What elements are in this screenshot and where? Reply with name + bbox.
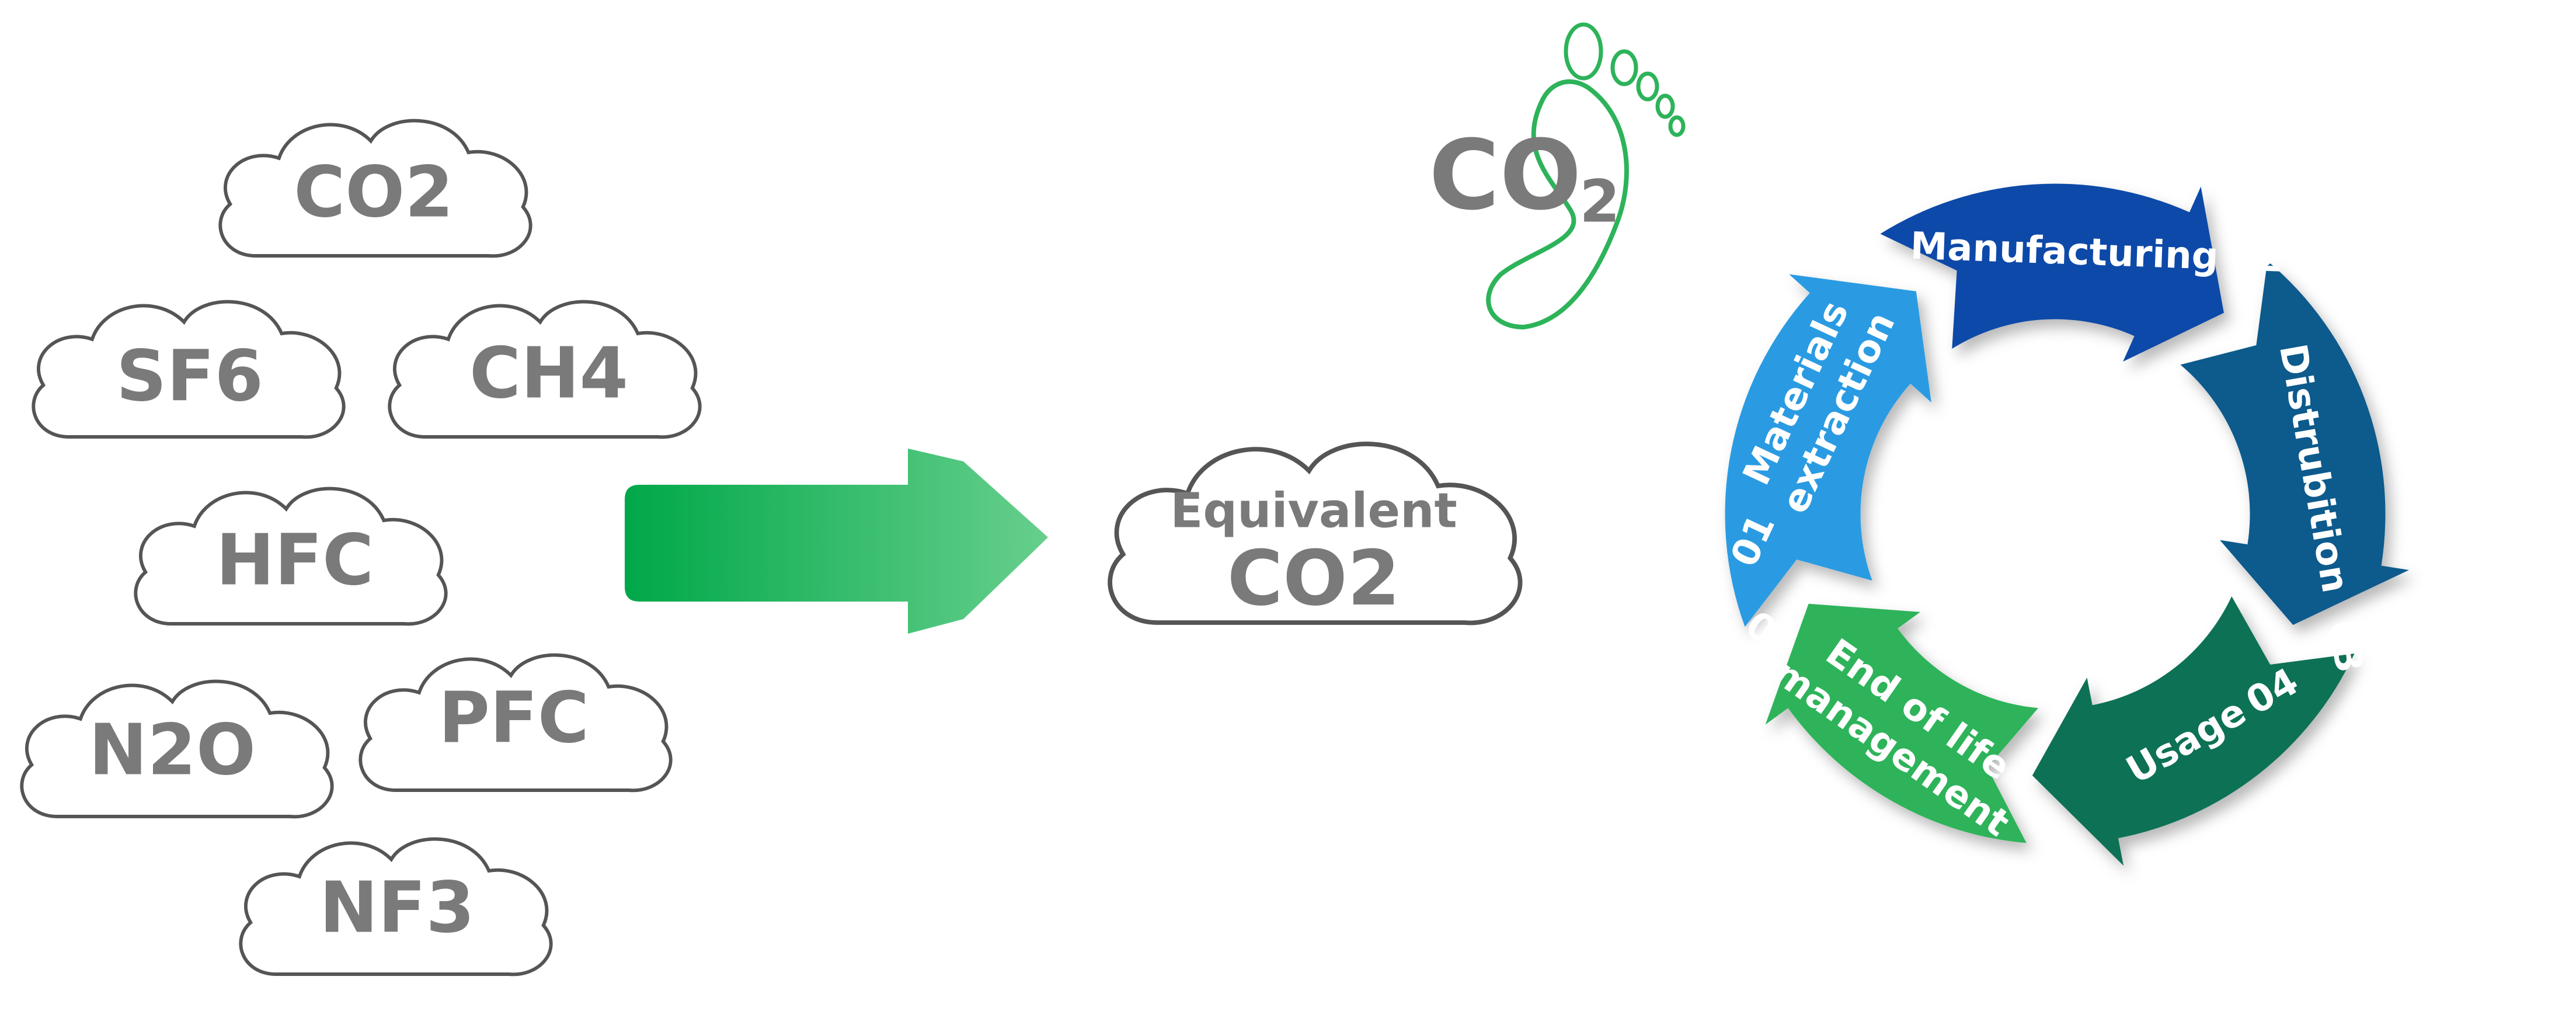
- conversion-arrow: [625, 449, 1048, 634]
- equivalent-label: Equivalent: [1170, 484, 1457, 539]
- equivalent-co2-cloud: Equivalent CO2: [1110, 444, 1520, 623]
- gas-cloud-pfc: PFC: [360, 655, 670, 791]
- equivalent-co2-label: CO2: [1227, 534, 1400, 623]
- gas-cloud-ch4: CH4: [389, 302, 699, 437]
- cycle-arrow-02: [1880, 183, 2224, 362]
- gas-label-pfc: PFC: [438, 678, 589, 759]
- cycle-step-number: 03: [2319, 617, 2370, 676]
- footprint-icon: [1486, 22, 1686, 330]
- cycle-arrow-01: [1725, 274, 1931, 627]
- gas-label-hfc: HFC: [216, 520, 374, 602]
- gas-cloud-hfc: HFC: [135, 489, 445, 624]
- gas-cloud-sf6: SF6: [33, 302, 343, 437]
- gas-cloud-nf3: NF3: [241, 839, 551, 975]
- cycle-step-label: Manufacturing: [1910, 225, 2219, 279]
- gas-label-nf3: NF3: [319, 868, 475, 949]
- footprint-subscript: 2: [1579, 168, 1620, 236]
- gas-label-ch4: CH4: [469, 333, 628, 415]
- cycle-step-number: 02: [2230, 236, 2284, 281]
- gas-label-co2: CO2: [294, 152, 454, 234]
- gas-cloud-co2: CO2: [220, 121, 530, 256]
- footprint-co-label: CO: [1429, 119, 1581, 231]
- cycle-arrow-04: [2032, 596, 2355, 866]
- cycle-arrow-03: [2180, 260, 2409, 625]
- gas-label-n2o: N2O: [89, 710, 256, 791]
- life-cycle-ring: [1725, 183, 2409, 866]
- cycle-arrow-05: [1765, 603, 2038, 843]
- gas-cloud-n2o: N2O: [22, 682, 332, 817]
- gas-label-sf6: SF6: [116, 336, 263, 418]
